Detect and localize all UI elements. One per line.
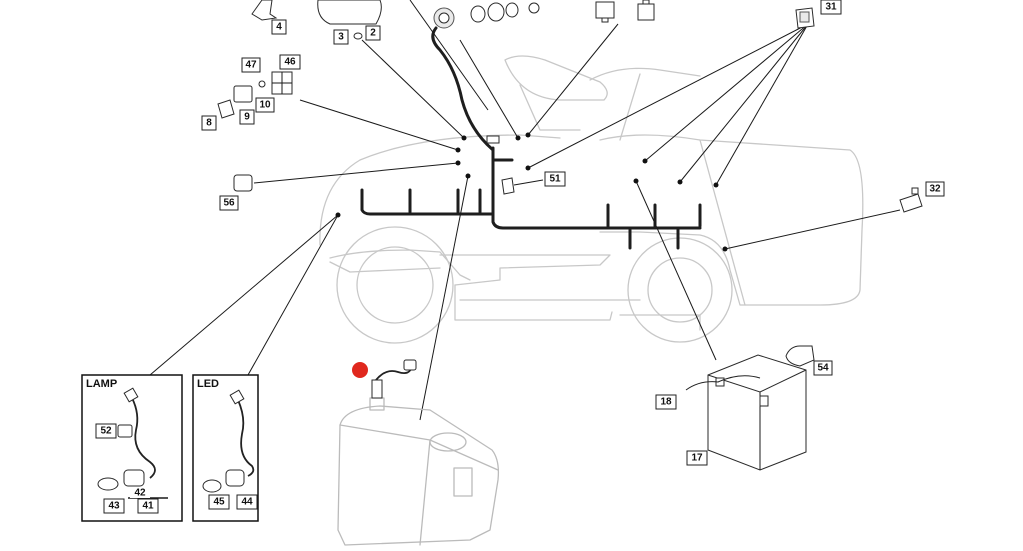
svg-text:44: 44 <box>241 497 253 508</box>
svg-text:3: 3 <box>338 32 344 43</box>
svg-text:10: 10 <box>259 100 271 111</box>
callout-2: 2 <box>365 25 381 41</box>
part-2-3-nut <box>353 32 363 40</box>
lamp-inset: LAMP <box>81 374 183 522</box>
svg-text:56: 56 <box>223 198 235 209</box>
steering-column <box>619 73 641 141</box>
part-51-clip <box>501 177 515 195</box>
callout-8: 8 <box>201 115 217 131</box>
part-ignition-switch <box>433 2 540 29</box>
seat <box>504 55 608 101</box>
harness-trunk <box>491 146 702 230</box>
connection-points <box>335 132 728 252</box>
part-52-plug <box>117 424 133 438</box>
footrest <box>329 261 441 273</box>
svg-text:2: 2 <box>370 28 376 39</box>
svg-text:51: 51 <box>549 174 561 185</box>
svg-text:17: 17 <box>691 453 703 464</box>
callout-3: 3 <box>333 29 349 45</box>
svg-text:41: 41 <box>142 501 154 512</box>
mower-deck-top <box>439 254 611 286</box>
fuel-tank <box>337 397 500 546</box>
harness-rear-branch <box>360 188 495 216</box>
svg-text:8: 8 <box>206 118 212 129</box>
callout-4: 4 <box>271 19 287 35</box>
svg-text:4: 4 <box>276 22 282 33</box>
svg-text:43: 43 <box>108 501 120 512</box>
part-31-switch <box>795 7 815 29</box>
hood <box>599 134 864 306</box>
harness-connector <box>486 135 500 144</box>
callout-32: 32 <box>925 181 945 197</box>
tractor-outline <box>319 55 864 344</box>
callout-18: 18 <box>655 394 677 410</box>
callout-51: 51 <box>544 171 566 187</box>
fuel-sender <box>352 359 417 399</box>
part-hour-meter <box>317 0 382 25</box>
mower-deck-side <box>454 284 613 321</box>
callout-42: 42 <box>130 487 150 499</box>
svg-text:18: 18 <box>660 397 672 408</box>
battery <box>707 354 807 471</box>
part-56-relay <box>233 174 253 192</box>
ignition-lead <box>431 26 495 152</box>
callout-56: 56 <box>219 195 239 211</box>
svg-text:54: 54 <box>817 363 829 374</box>
svg-text:42: 42 <box>134 488 146 499</box>
part-45-bulb <box>202 479 222 493</box>
lamp-inset-title: LAMP <box>86 378 117 390</box>
main-harness <box>360 26 702 250</box>
part-46-relay <box>271 71 293 95</box>
callout-10: 10 <box>255 97 275 113</box>
svg-text:9: 9 <box>244 112 250 123</box>
part-32-sensor <box>899 187 923 213</box>
fuel-sender-highlight <box>352 362 368 378</box>
hood-edge <box>699 139 746 306</box>
part-switch-a <box>595 1 615 23</box>
svg-text:45: 45 <box>213 497 225 508</box>
leader-lines <box>149 0 901 421</box>
front-wheel-hub <box>647 257 713 323</box>
part-54-cap <box>785 345 815 367</box>
steering-wheel <box>589 67 701 81</box>
callout-31: 31 <box>820 0 842 15</box>
callout-44: 44 <box>236 494 258 510</box>
callout-45: 45 <box>208 494 230 510</box>
part-8-9-plug <box>217 99 235 119</box>
part-42-holder <box>123 469 145 487</box>
battery-cable-18 <box>685 375 761 391</box>
svg-text:47: 47 <box>245 60 257 71</box>
part-43-bulb <box>97 477 119 491</box>
callout-47: 47 <box>241 57 261 73</box>
callout-9: 9 <box>239 109 255 125</box>
svg-text:52: 52 <box>100 426 112 437</box>
front-wheel <box>627 237 733 343</box>
part-4-bracket <box>251 0 278 21</box>
callout-52: 52 <box>95 423 117 439</box>
callout-41: 41 <box>137 498 159 514</box>
body-lower <box>329 249 471 281</box>
svg-text:31: 31 <box>825 2 837 13</box>
part-44-holder <box>225 469 245 487</box>
part-10-socket <box>233 85 253 103</box>
part-47-fuse <box>258 80 266 88</box>
part-switch-b <box>637 0 655 21</box>
svg-text:46: 46 <box>284 57 296 68</box>
frame-front <box>619 314 701 331</box>
callout-46: 46 <box>279 54 301 70</box>
callout-54: 54 <box>813 360 833 376</box>
callout-43: 43 <box>103 498 125 514</box>
seat-support <box>519 84 581 131</box>
led-inset-title: LED <box>197 378 219 390</box>
callout-17: 17 <box>686 450 708 466</box>
rear-wheel-hub <box>356 246 434 324</box>
svg-text:32: 32 <box>929 184 941 195</box>
rear-wheel <box>336 226 454 344</box>
